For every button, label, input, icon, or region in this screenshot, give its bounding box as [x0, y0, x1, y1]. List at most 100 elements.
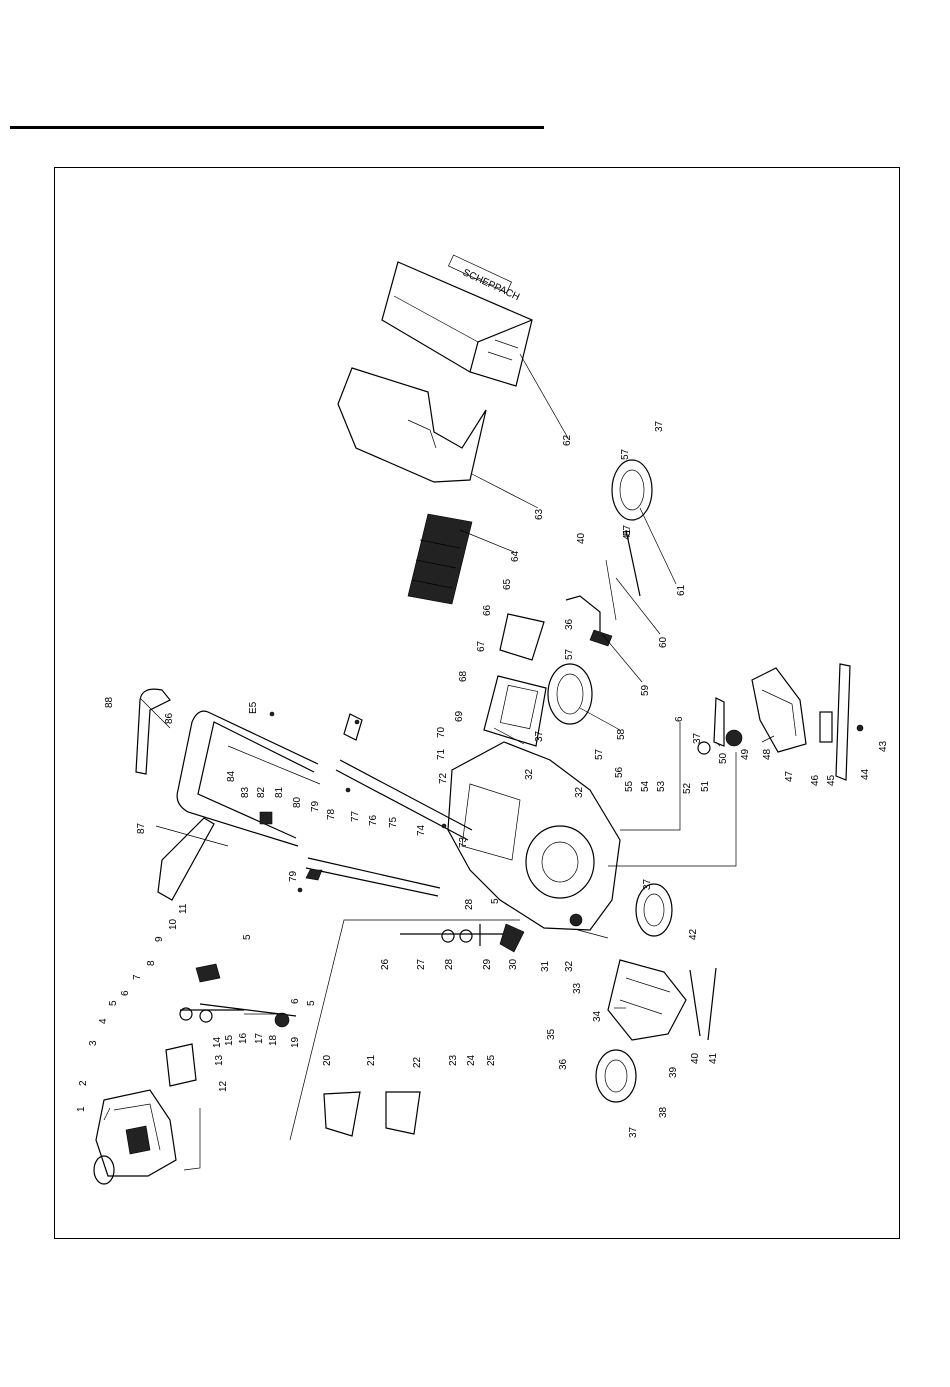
callout-82: 82 [256, 786, 267, 798]
callout-6c: 6 [290, 998, 301, 1004]
callout-83: 83 [240, 786, 251, 798]
callout-25: 25 [486, 1054, 497, 1066]
header-rule [10, 126, 544, 129]
engine [93, 1089, 177, 1185]
callout-27: 27 [416, 958, 427, 970]
callout-52: 52 [682, 782, 693, 794]
mulch-grille [407, 513, 473, 605]
callout-37: 37 [628, 1126, 639, 1138]
callout-30: 30 [508, 958, 519, 970]
callout-24: 24 [466, 1054, 477, 1066]
callout-5c: 5 [306, 1000, 317, 1006]
callout-86: 86 [164, 712, 175, 724]
callout-3: 3 [88, 1040, 99, 1046]
callout-5b: 5 [242, 934, 253, 940]
callout-9: 9 [154, 936, 165, 942]
callout-46: 46 [810, 774, 821, 786]
handle-brackets [259, 711, 447, 893]
grass-bag: SCHEPPACH [381, 254, 533, 387]
callout-32b: 32 [574, 786, 585, 798]
callout-10: 10 [168, 918, 179, 930]
callout-16: 16 [238, 1032, 249, 1044]
callout-79: 79 [310, 800, 321, 812]
callout-5: 5 [108, 1000, 119, 1006]
callout-48: 48 [762, 748, 773, 760]
callout-14: 14 [212, 1036, 223, 1048]
callout-67: 67 [476, 640, 487, 652]
front-wheel-38 [595, 1049, 637, 1103]
callout-88: 88 [104, 696, 115, 708]
callout-42: 42 [688, 928, 699, 940]
callout-18: 18 [268, 1034, 279, 1046]
callout-35: 35 [546, 1028, 557, 1040]
callout-66: 66 [482, 604, 493, 616]
callout-28: 28 [464, 898, 475, 910]
callout-31: 31 [540, 960, 551, 972]
callout-51: 51 [700, 780, 711, 792]
callout-49: 49 [740, 748, 751, 760]
diagram-frame [54, 167, 900, 1239]
callout-45: 45 [826, 774, 837, 786]
callout-80: 80 [292, 796, 303, 808]
callout-57c: 57 [564, 648, 575, 660]
callout-59: 59 [640, 684, 651, 696]
callout-37b: 37 [642, 878, 653, 890]
callout-15: 15 [224, 1034, 235, 1046]
mower-deck [447, 741, 621, 931]
callout-36b: 36 [564, 618, 575, 630]
rear-wheel-61 [611, 459, 653, 521]
callout-32c: 32 [524, 768, 535, 780]
blade-assembly [819, 663, 864, 781]
callout-34: 34 [592, 1010, 603, 1022]
callout-7: 7 [132, 974, 143, 980]
wheels [547, 459, 673, 1103]
callout-1: 1 [76, 1106, 87, 1112]
callout-60: 60 [658, 636, 669, 648]
callout-50: 50 [718, 752, 729, 764]
drive-shaft-parts [165, 923, 525, 1137]
callout-53: 53 [656, 780, 667, 792]
callout-20: 20 [322, 1054, 333, 1066]
callout-8: 8 [146, 960, 157, 966]
rear-chute [483, 613, 547, 747]
callout-5d: 5 [490, 898, 501, 904]
callout-57: 57 [620, 448, 631, 460]
callout-75: 75 [388, 816, 399, 828]
front-axle-cover [607, 959, 717, 1041]
callout-44: 44 [860, 768, 871, 780]
callout-41b: 41 [622, 528, 633, 540]
callout-4: 4 [98, 1018, 109, 1024]
callout-23: 23 [448, 1054, 459, 1066]
callout-17: 17 [254, 1032, 265, 1044]
callout-11: 11 [178, 903, 189, 914]
callout-37e: 37 [692, 732, 703, 744]
callout-65: 65 [502, 578, 513, 590]
callout-74: 74 [416, 824, 427, 836]
callout-71: 71 [436, 748, 447, 760]
callout-57b: 57 [622, 524, 633, 536]
callout-69: 69 [454, 710, 465, 722]
callout-61: 61 [676, 584, 687, 596]
callout-47: 47 [784, 770, 795, 782]
callout-19: 19 [290, 1036, 301, 1048]
callout-26: 26 [380, 958, 391, 970]
callout-68: 68 [458, 670, 469, 682]
callout-39: 39 [668, 1066, 679, 1078]
callout-38: 38 [658, 1106, 669, 1118]
callout-13: 13 [214, 1054, 225, 1066]
grass-bag-frame [337, 367, 487, 483]
callout-63: 63 [534, 508, 545, 520]
rear-axle [565, 529, 641, 647]
gearbox [697, 667, 807, 755]
callout-77: 77 [350, 810, 361, 822]
callout-55: 55 [624, 780, 635, 792]
callout-numbers: 1 2 3 4 5 6 7 8 9 10 11 12 13 14 15 16 1… [76, 420, 889, 1138]
callout-21: 21 [366, 1054, 377, 1066]
callout-54: 54 [640, 780, 651, 792]
handle-assembly [135, 688, 473, 901]
callout-6b: 6 [674, 716, 685, 722]
callout-40b: 40 [576, 532, 587, 544]
callout-41: 41 [708, 1052, 719, 1064]
callout-62: 62 [562, 434, 573, 446]
callout-28b: 28 [444, 958, 455, 970]
